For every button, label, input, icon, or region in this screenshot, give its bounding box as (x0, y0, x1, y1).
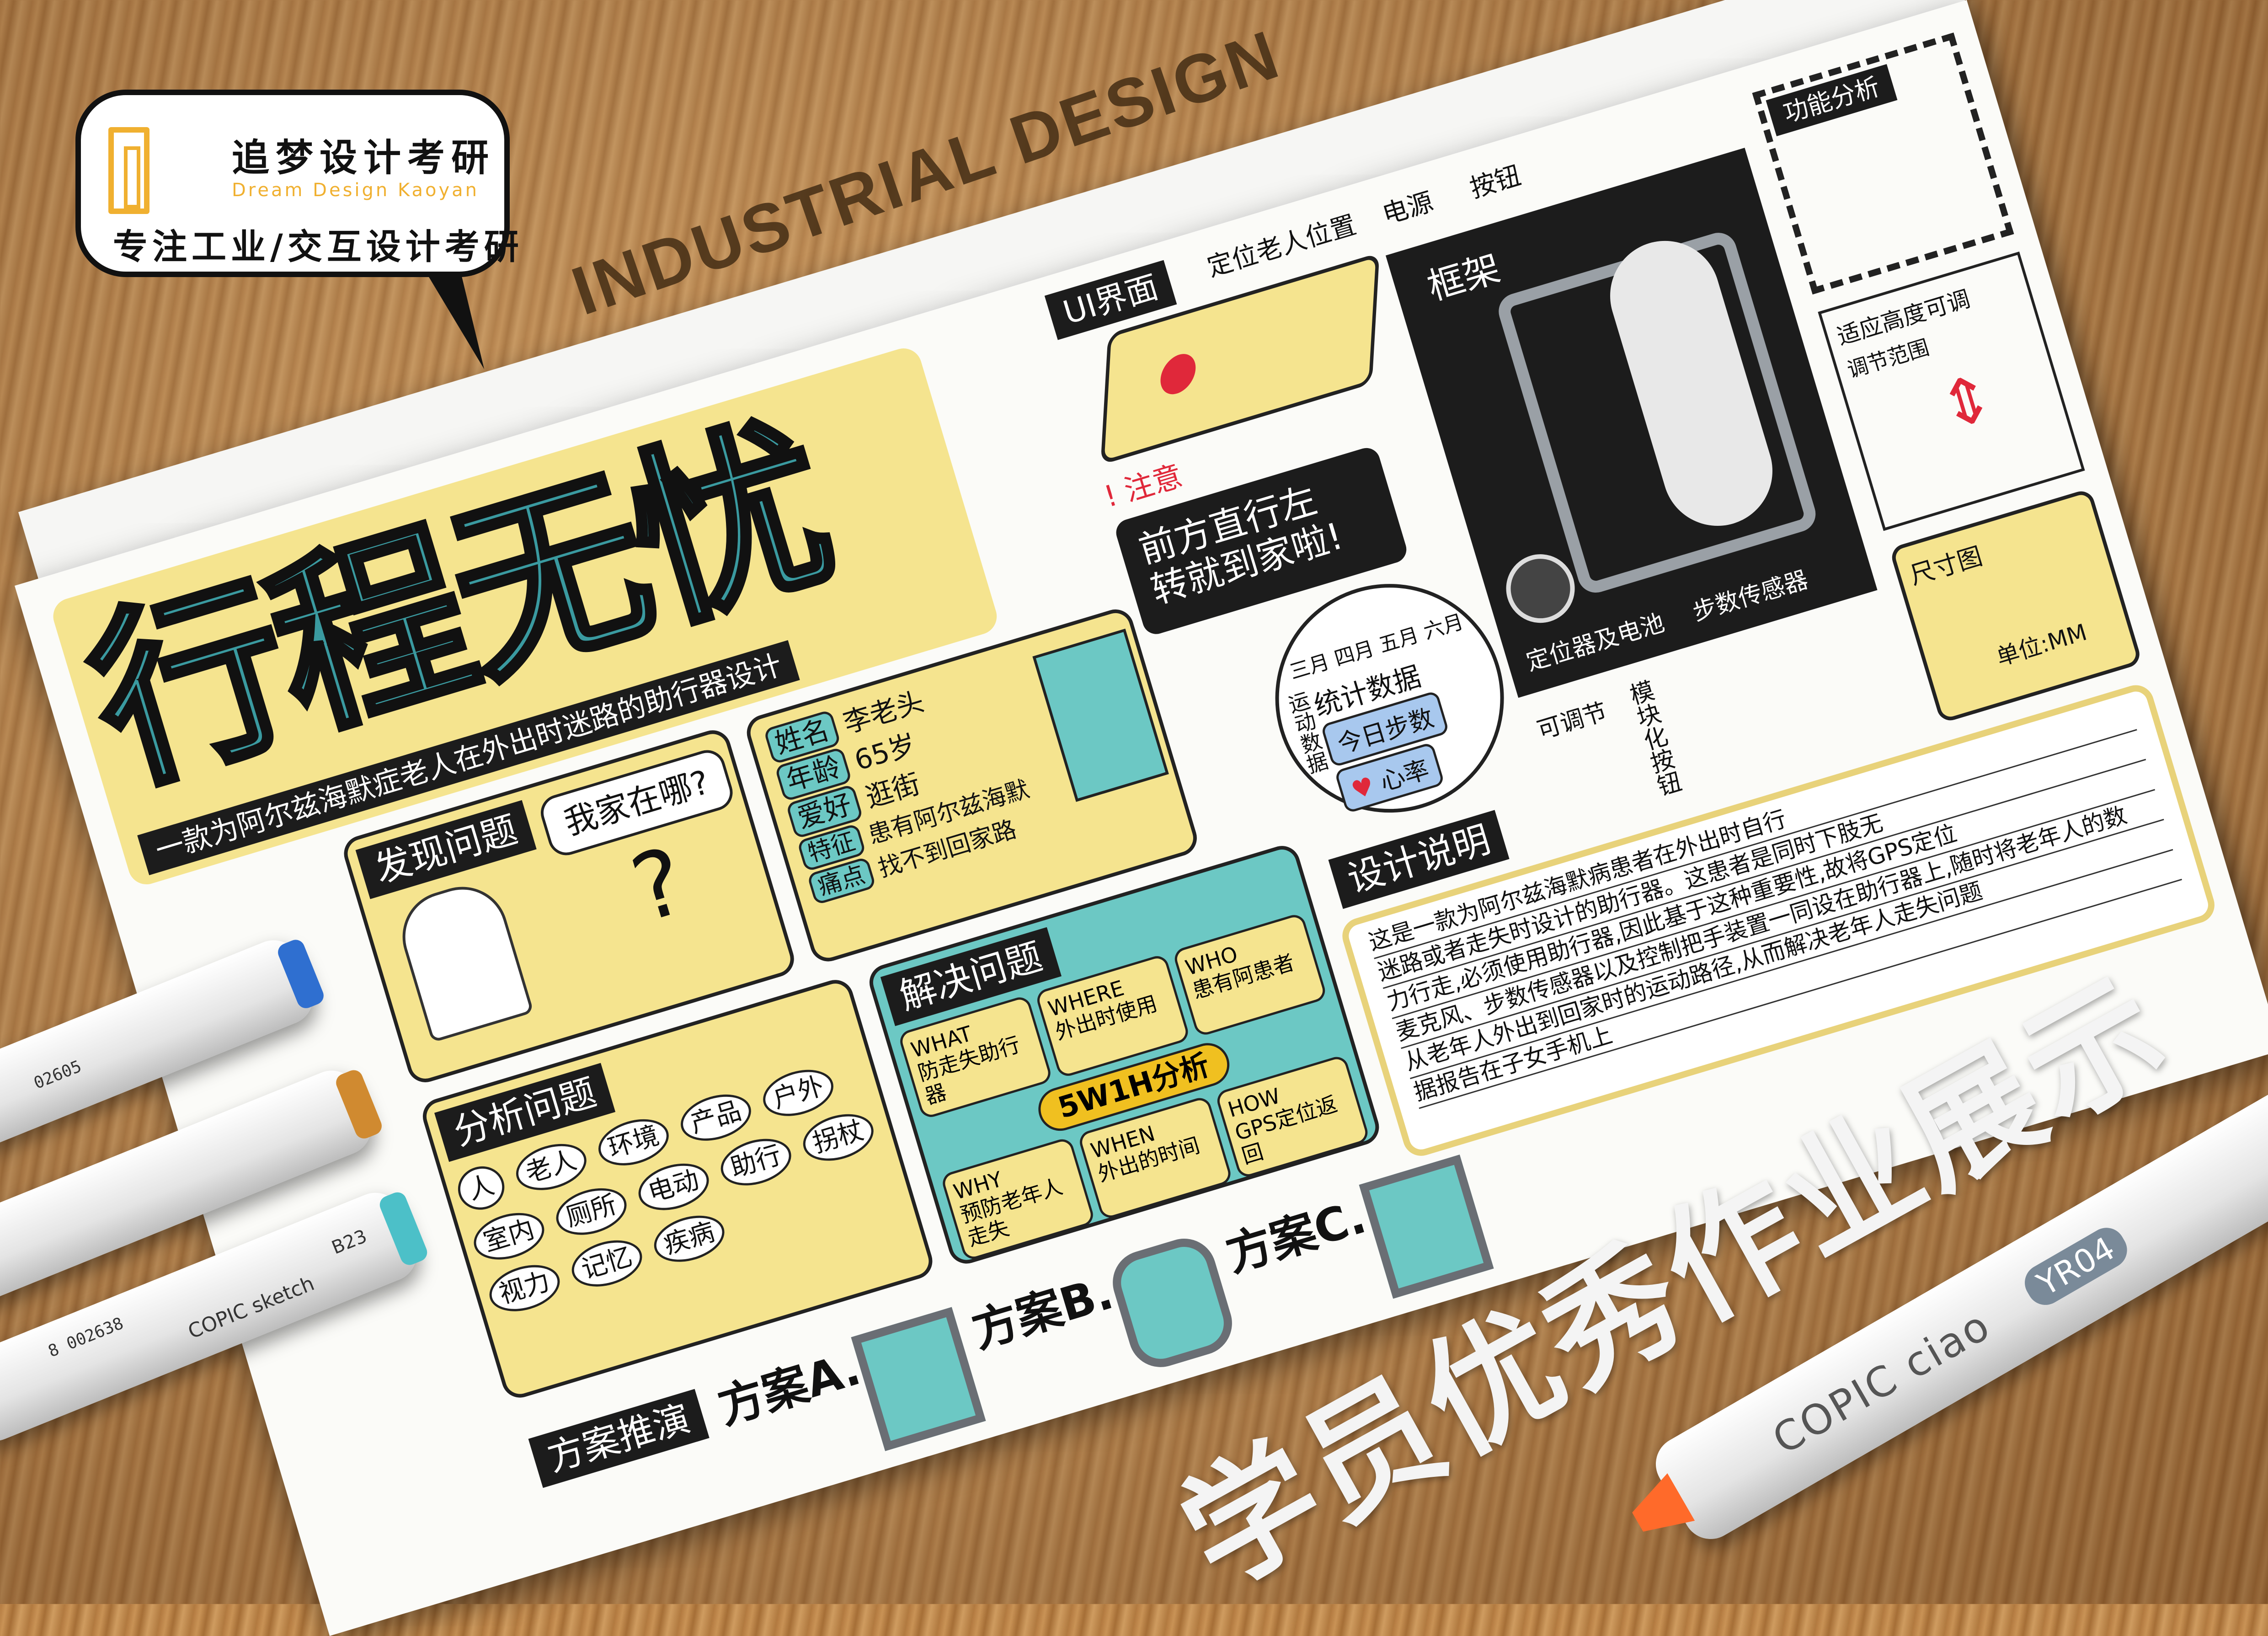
mindmap-node: 环境 (592, 1111, 675, 1174)
marker-barcode: 8 002638 (45, 1314, 126, 1361)
dimension-drawing-box: 尺寸图 单位:MM (1889, 488, 2143, 724)
mindmap-node: 疾病 (648, 1208, 730, 1270)
brand-name-en: Dream Design Kaoyan (232, 180, 480, 201)
persona-portrait (1032, 628, 1169, 802)
attention-label: 注意 (1120, 459, 1186, 508)
scheme-b-sketch (1105, 1230, 1240, 1375)
mindmap-node: 老人 (510, 1136, 592, 1198)
scheme-a-label: 方案A. (712, 1342, 867, 1435)
marker-code: B23 (329, 1225, 370, 1259)
persona-fields: 姓名 李老头 年龄 65岁 爱好 逛街 特征 患有阿尔兹海默 痛点 找不到回家路 (763, 664, 1045, 910)
function-analysis-label: 功能分析 (1766, 64, 1898, 137)
marker-barcode: 02605 (31, 1057, 85, 1093)
mindmap-node: 视力 (484, 1257, 566, 1320)
mindmap-node: 拐杖 (797, 1106, 879, 1169)
discover-label: 发现问题 (355, 800, 537, 899)
persona-value: 逛街 (862, 768, 924, 814)
heart-icon: ♥ (1348, 771, 1378, 805)
scheme-a-sketch (851, 1307, 986, 1451)
callout-step-sensor: 步数传感器 (1689, 566, 1811, 627)
function-analysis-box: 功能分析 (1752, 32, 2014, 294)
scheme-b-label: 方案B. (966, 1266, 1119, 1358)
callout-power: 电源 (1379, 187, 1437, 230)
height-adjust-box: 适应高度可调 调节范围 ⇕ (1818, 251, 2085, 531)
mindmap-node: 厕所 (550, 1180, 632, 1243)
mindmap-node: 电动 (633, 1155, 715, 1218)
location-pin-icon (1159, 349, 1197, 399)
elderly-figure-icon (391, 876, 534, 1043)
brand-tagline: 专注工业/交互设计考研 (113, 226, 523, 267)
scheme-c-label: 方案C. (1220, 1190, 1372, 1282)
callout-button: 按钮 (1467, 160, 1524, 204)
question-mark: ? (620, 827, 698, 944)
dimension-label: 尺寸图 (1906, 541, 1986, 591)
mindmap-node: 助行 (715, 1131, 797, 1193)
mindmap-node: 记忆 (566, 1232, 648, 1295)
wheel-icon (1498, 545, 1583, 631)
brand-name-cn: 追梦设计考研 (232, 136, 496, 180)
mindmap-node: 产品 (675, 1086, 757, 1149)
mindmap-node: 室内 (468, 1205, 550, 1267)
unit-label: 单位:MM (1993, 619, 2090, 671)
brand-speech-bubble: 追梦设计考研 Dream Design Kaoyan 专注工业/交互设计考研 (75, 90, 519, 277)
callout-modular-button: 模块化按钮 (1623, 678, 1684, 800)
mindmap-node: 人 (453, 1160, 510, 1216)
double-arrow-icon: ⇕ (1930, 358, 2003, 446)
marker-color-code: YR04 (2018, 1221, 2134, 1312)
brand-logo-icon (108, 127, 149, 214)
mindmap-node: 户外 (757, 1062, 839, 1124)
schemes-label: 方案推演 (528, 1389, 710, 1488)
app-heart-label: 心率 (1377, 754, 1432, 797)
callout-adjustable: 可调节 (1534, 698, 1611, 745)
